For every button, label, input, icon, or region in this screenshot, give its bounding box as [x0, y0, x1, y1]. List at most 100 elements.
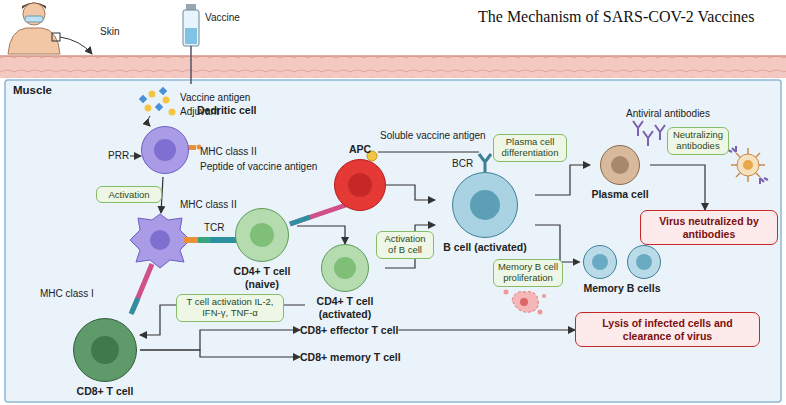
vaccine-particles-part [155, 103, 163, 111]
node-text: CD8+ effector T cell [300, 324, 398, 337]
cell-nucleus [611, 156, 629, 174]
antibodies-part [643, 131, 653, 146]
lysed-cell-part [512, 292, 538, 313]
part-label: Adjuvant [180, 106, 219, 118]
vaccine-particles-part [149, 91, 156, 98]
b-cell: B cell (activated) [435, 172, 535, 254]
part-label: Skin [100, 26, 119, 38]
cd8-effector-text: CD8+ effector T cell [300, 324, 398, 337]
connector-arrow [535, 165, 590, 195]
part-label: TCR [204, 222, 225, 234]
connector-arrow [297, 226, 345, 244]
lysed-cell-part [542, 294, 546, 298]
vaccine-particles [139, 87, 176, 126]
person-figure-part [60, 37, 92, 54]
edge-label: Activation of B cell [376, 231, 434, 259]
prr-arrow-part [130, 156, 141, 157]
person-figure-part [25, 16, 43, 22]
cell-nucleus [154, 139, 176, 161]
cell-nucleus [250, 223, 274, 247]
skin-band-part [0, 56, 786, 78]
cell-nucleus [470, 190, 500, 220]
cell-body [600, 145, 640, 185]
part-label: MHC class I [40, 288, 94, 300]
syringe-part [183, 10, 199, 46]
virus-icon-part [743, 160, 753, 170]
process-label: Activation [96, 186, 162, 203]
node-text: CD8+ memory T cell [300, 351, 401, 364]
part-label: Vaccine [205, 12, 240, 24]
part-label: Peptide of vaccine antigen [200, 161, 317, 173]
soluble-antigen-part [479, 154, 491, 172]
virus-icon-part [736, 153, 760, 177]
person-figure-part [52, 33, 60, 41]
mhc-class-i-complex [131, 264, 152, 314]
part-label: Soluble vaccine antigen [380, 130, 486, 142]
cell-nucleus [636, 254, 652, 270]
person-figure-part [23, 3, 45, 25]
cell-body [583, 245, 617, 279]
cell-holder [227, 208, 297, 262]
cell-nucleus [348, 173, 372, 197]
outcome-box: Lysis of infected cells and clearance of… [575, 312, 760, 347]
mhc-tcr-complex-part [290, 217, 310, 224]
lysed-cell-part [538, 310, 543, 315]
cd4-activated-cell: CD4+ T cell (activated) [305, 244, 385, 320]
connector-arrow [386, 185, 435, 200]
edge-label: Neutralizing antibodies [667, 127, 729, 155]
cd4-naive-cell: CD4+ T cell (naive) [227, 208, 297, 290]
node-text: B cell (activated) [435, 241, 535, 254]
antibodies-part [655, 125, 665, 140]
cell-holder [70, 318, 140, 382]
cell-body [334, 159, 386, 211]
vaccine-particles-part [139, 95, 147, 103]
syringe-part [190, 46, 192, 84]
node-text: CD4+ T cell (activated) [305, 295, 385, 320]
lysed-cell-part [520, 298, 528, 306]
cell-body [321, 244, 369, 292]
vaccine-particles-part [163, 97, 170, 104]
syringe [183, 4, 199, 84]
part-label: MHC class II [180, 199, 237, 211]
memory-b-cells: Memory B cells [580, 245, 665, 295]
cell-holder [580, 245, 665, 279]
mhc-tcr-complex-part [184, 237, 198, 243]
virus-icon-part [728, 146, 736, 152]
part-label: MHC class II [200, 146, 257, 158]
node-text: CD4+ T cell (naive) [227, 265, 297, 290]
lysed-cell-part [504, 290, 509, 295]
connector-arrow [650, 165, 705, 210]
person-figure-part [22, 3, 46, 10]
node-text: Memory B cells [580, 282, 665, 295]
soluble-antigen-part [378, 152, 479, 153]
apc-cell: APC [334, 143, 386, 211]
mhc-tcr-complex-part [210, 237, 236, 243]
cell-holder [435, 172, 535, 238]
connector-arrow [140, 330, 300, 350]
plasma-cell: Plasma cell [590, 145, 650, 201]
connector-arrow [140, 350, 300, 357]
vaccine-particles-part [145, 105, 152, 112]
skin-band-part [0, 56, 786, 78]
person-figure [8, 3, 92, 55]
muscle-ground-part [5, 80, 781, 402]
virus-icon-part [736, 153, 760, 177]
dendritic-cell-lower-part [130, 214, 190, 268]
node-text: CD8+ T cell [70, 385, 140, 398]
person-figure-part [8, 28, 60, 54]
antibodies-part [633, 121, 643, 136]
cell-holder [334, 159, 386, 211]
edge-label: Memory B cell proliferation [493, 259, 563, 287]
node-text: Virus neutralized by antibodies [647, 215, 771, 240]
cd8-t-cell: CD8+ T cell [70, 318, 140, 398]
part-label: Antiviral antibodies [626, 108, 710, 120]
soluble-antigen [367, 151, 491, 172]
mhc-class-i-complex-part [131, 298, 138, 314]
node-text: Muscle [5, 80, 60, 102]
mhc-tcr-complex-part [290, 205, 346, 224]
dendritic-cell-lower-part [150, 230, 170, 250]
node-text: Lysis of infected cells and clearance of… [582, 317, 753, 342]
node-text: APC [334, 143, 386, 156]
cell-body [73, 318, 137, 382]
virus-icon-part [737, 154, 759, 176]
